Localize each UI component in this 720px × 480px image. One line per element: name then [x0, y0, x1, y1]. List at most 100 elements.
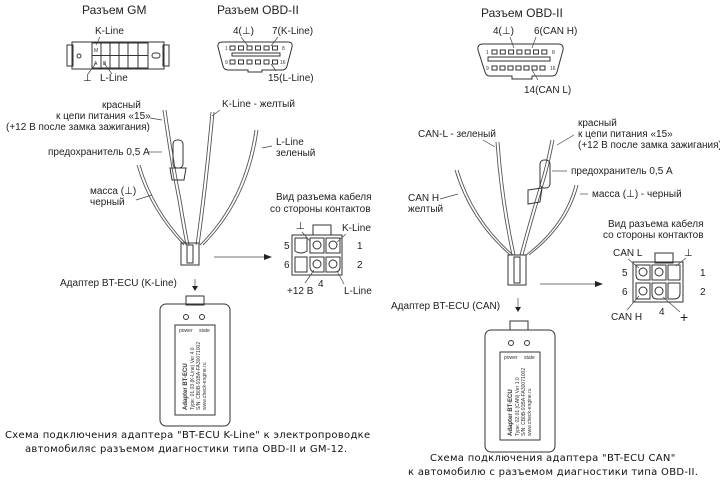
left-caption-line2: автомобиляс разъемом диагностики типа OB…	[25, 444, 348, 455]
right-cable-view-title1: Вид разъема кабеля	[608, 218, 704, 230]
gm-kline-label: K-Line	[95, 26, 124, 37]
right-caption-line1: Схема подключения адаптера "BT-ECU CAN"	[430, 453, 676, 464]
left-ground-wire-color: черный	[90, 197, 125, 208]
obd-right-pin6: 6(CAN H)	[534, 26, 577, 37]
obd-pin	[533, 49, 539, 55]
right-fuse-label: предохранитель 0,5 А	[571, 166, 673, 177]
obd-pin	[524, 49, 531, 55]
right-ground-wire-label: масса (⊥) - черный	[592, 189, 682, 200]
obd-left-row2-start: 9	[225, 60, 228, 66]
right-power-label: power	[504, 355, 518, 361]
obd-left-pin7: 7(K-Line)	[272, 26, 313, 37]
left-cable-pin1: 1	[357, 241, 363, 252]
obd-left-row2-end: 16	[280, 60, 286, 66]
left-adapter-name: Adapter BT-ECU	[183, 363, 189, 410]
obd-pin	[255, 45, 261, 51]
left-adapter-body	[159, 303, 231, 427]
obd-right-row1-end: 8	[552, 50, 555, 56]
obd-pin	[272, 59, 278, 65]
obd-pin	[491, 49, 498, 55]
obd-right-row2-end: 16	[550, 66, 556, 72]
right-cable-canl-label: CAN L	[613, 248, 643, 259]
obd-pin	[491, 65, 498, 71]
right-red-wire-circuit: к цепи питания «15»	[578, 129, 673, 140]
obd-right-row2-pins	[491, 65, 546, 71]
obd-pin	[263, 45, 270, 51]
arrow-right-icon	[264, 254, 272, 260]
right-caption-line2: к автомобилю с разъемом диагностики типа…	[408, 467, 698, 478]
right-adapter-name: Adapter BT-ECU	[508, 389, 514, 436]
obd-pin	[523, 65, 530, 71]
obd-pin	[272, 45, 278, 51]
left-cable-pin6: 6	[284, 260, 290, 271]
right-cable-pin2: 2	[700, 287, 706, 298]
left-red-wire-circuit: к цепи питания «15»	[56, 111, 151, 122]
obd-pin	[516, 49, 523, 55]
obd-pin	[255, 59, 261, 65]
right-canh-wire-label: CAN H	[408, 193, 439, 204]
right-cable-view-title2: со стороны контактов	[603, 230, 704, 241]
obd-pin	[499, 65, 506, 71]
obd-left-pin4: 4(⊥)	[233, 26, 254, 37]
left-ground-wire-label: масса (⊥)	[90, 186, 136, 197]
right-cable-pin4: 4	[659, 307, 665, 318]
left-adapter-type: Type: 01.03 (K-Line) Ver 4.0	[190, 347, 196, 410]
wire-harness-left	[136, 109, 259, 266]
obd-pin	[246, 45, 253, 51]
obd-pin	[539, 65, 546, 71]
obd-pin	[263, 59, 270, 65]
obd-left-pin15: 15(L-Line)	[268, 73, 314, 84]
left-state-led	[199, 314, 205, 320]
adapter-left: Адаптер BT-ECU (K-Line) power state Adap…	[60, 278, 231, 427]
gm-tab-right	[162, 44, 170, 67]
left-diagram: Разъем GM K-Line M A B ⊥ L-Line	[5, 3, 372, 455]
gm-pin-m: M	[94, 48, 98, 54]
left-adapter-web: www.check-engine.ru	[202, 362, 208, 410]
left-red-wire-note: (+12 В после замка зажигания)	[6, 122, 150, 133]
obd-pin	[531, 65, 538, 71]
right-cable-plus-label: +	[680, 309, 688, 325]
right-state-label: state	[524, 355, 535, 361]
obd-pin	[229, 45, 236, 51]
obd-right-center-bar	[487, 56, 551, 62]
wire-harness-right	[454, 139, 579, 286]
obd-left-row2-pins	[229, 59, 278, 65]
gm-mount-slot	[151, 52, 161, 59]
gm-connector-body	[71, 41, 165, 70]
left-cable-view-title2: со стороны контактов	[270, 204, 371, 215]
left-lline-wire-color: зеленый	[276, 148, 315, 159]
fuse-holder-right	[539, 159, 551, 189]
obd-pin	[229, 59, 236, 65]
left-cable-view-title1: Вид разъема кабеля	[276, 191, 372, 203]
right-adapter-type: Type: 02.01 (CAN) Ver 1.0	[515, 377, 521, 436]
gm-tab-left	[66, 44, 74, 67]
obd-pin	[238, 45, 244, 51]
right-adapter-body	[484, 329, 556, 453]
left-cable-ground-label: ⊥	[296, 221, 305, 232]
obd-pin	[515, 65, 522, 71]
obd-left-row1-pins	[229, 45, 278, 51]
gm-lline-label: L-Line	[100, 73, 128, 84]
left-cable-pin4: 4	[318, 279, 324, 290]
obd-pin	[238, 59, 244, 65]
left-adapter-label: Адаптер BT-ECU (K-Line)	[60, 278, 177, 289]
obd-pin	[508, 49, 515, 55]
obd-left-row1-start: 1	[225, 46, 228, 52]
arrow-down-icon	[192, 286, 198, 291]
arrow-down-icon	[515, 307, 521, 312]
right-diagram: Разъем OBD-II 4(⊥) 6(CAN H) 1 8 9 16 14(…	[391, 6, 720, 478]
right-cable-pin5: 5	[622, 268, 628, 279]
cable-view-left: Вид разъема кабеля со стороны контактов …	[270, 191, 372, 297]
cable-plug-left	[180, 242, 200, 266]
left-adapter-sticker	[174, 324, 216, 416]
left-cable-pin5: 5	[284, 241, 290, 252]
obd-left-row1-end: 8	[282, 46, 285, 52]
right-canh-wire-color: желтый	[408, 204, 443, 215]
right-adapter-label: Адаптер BT-ECU (CAN)	[391, 301, 500, 312]
left-lline-wire-label: L-Line	[276, 137, 304, 148]
gm-mount-hole	[76, 53, 82, 59]
right-cable-ground-label: ⊥	[684, 248, 693, 259]
obd-right-title: Разъем OBD-II	[481, 6, 563, 20]
right-cable-pin1: 1	[700, 268, 706, 279]
left-cable-pin2: 2	[357, 260, 363, 271]
